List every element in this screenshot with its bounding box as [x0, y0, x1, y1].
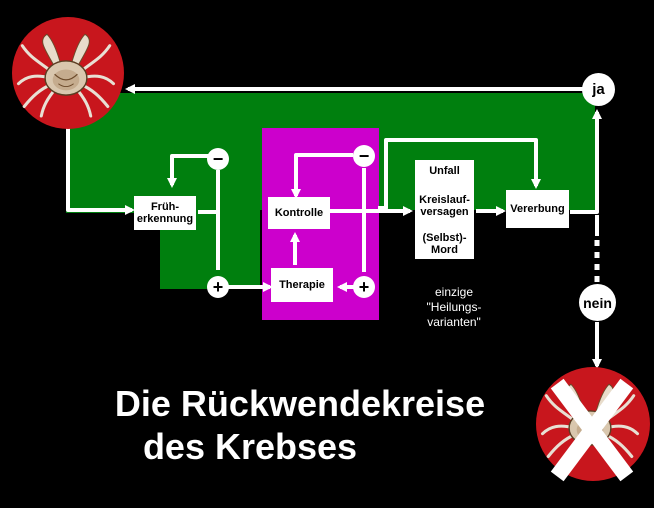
box-unfall: Unfall: [415, 162, 474, 180]
box-kreislaufversagen: Kreislauf- versagen: [415, 192, 474, 220]
minus-node-mid: −: [353, 145, 375, 167]
plus-node-mid: +: [353, 276, 375, 298]
plus-node-left: +: [207, 276, 229, 298]
crab-icon: [12, 17, 124, 129]
healing-variants-caption: einzige "Heilungs- varianten": [426, 285, 482, 329]
box-frueherkennung: Früh- erkennung: [134, 196, 196, 230]
connectors: [66, 84, 602, 292]
diagram-title-line1: Die Rückwendekreise: [114, 383, 486, 424]
box-vererbung: Vererbung: [506, 190, 569, 228]
minus-node-left: −: [207, 148, 229, 170]
box-death-causes: Unfall Kreislauf- versagen (Selbst)- Mor…: [415, 160, 474, 259]
box-selbstmord: (Selbst)- Mord: [415, 230, 474, 258]
ja-node: ja: [582, 73, 615, 106]
diagram-title-line2: des Krebses: [142, 426, 358, 467]
nein-node: nein: [579, 284, 616, 321]
box-kontrolle: Kontrolle: [268, 197, 330, 229]
crossed-out-crab-icon: [536, 367, 650, 482]
box-therapie: Therapie: [271, 268, 333, 302]
